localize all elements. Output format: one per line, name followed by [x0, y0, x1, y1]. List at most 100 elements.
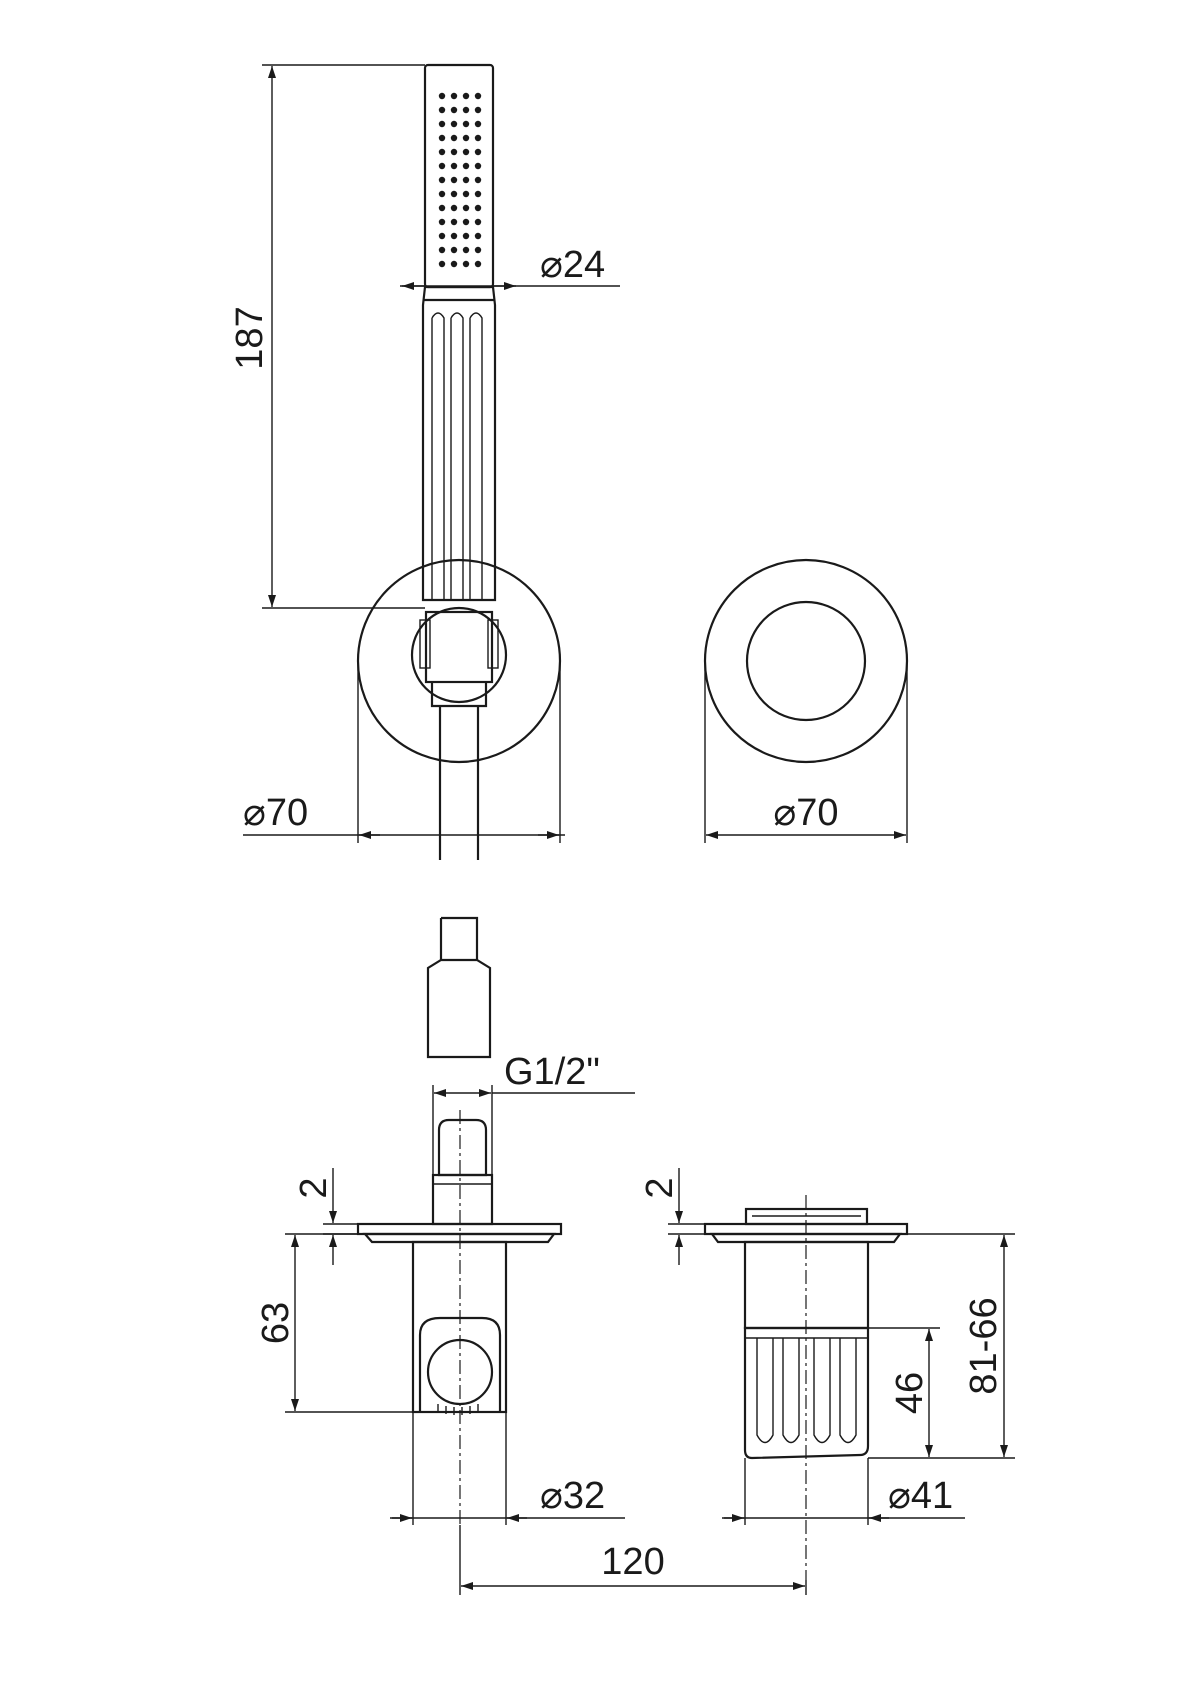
nozzle-dot — [438, 232, 446, 240]
nozzle-dot — [462, 218, 470, 226]
nozzle-dot — [438, 120, 446, 128]
nozzle-dot — [438, 204, 446, 212]
hose-cone — [426, 958, 492, 1059]
thread-nipple — [437, 1118, 488, 1177]
mixer-knob-circle — [745, 600, 867, 722]
hose-lower — [439, 916, 479, 960]
handle-flute-2 — [450, 312, 464, 600]
nozzle-dot — [438, 162, 446, 170]
wall-plate-right — [703, 558, 909, 764]
nozzle-dot — [474, 218, 482, 226]
dim-g12: G1/2" — [432, 1051, 635, 1175]
nozzle-dot — [450, 218, 458, 226]
nozzle-dot — [438, 92, 446, 100]
dim-d41: ⌀41 — [722, 1458, 965, 1525]
shower-handle — [421, 285, 497, 602]
knob-flute-2 — [782, 1338, 800, 1444]
nozzle-dot — [474, 92, 482, 100]
nozzle-grid — [438, 92, 482, 268]
nut-teeth — [437, 1404, 479, 1415]
dim-46: 46 — [868, 1327, 940, 1459]
nozzle-dot — [474, 134, 482, 142]
dim-81-66-label: 81-66 — [963, 1297, 1005, 1394]
nozzle-dot — [438, 246, 446, 254]
dim-2-right-label: 2 — [639, 1177, 681, 1198]
outlet-side-view — [356, 1110, 563, 1525]
handle-flute-3 — [469, 312, 483, 600]
dim-187-label: 187 — [229, 306, 271, 369]
nozzle-dot — [450, 134, 458, 142]
dim-120: 120 — [459, 1525, 807, 1595]
flange-step-left — [362, 1232, 557, 1244]
nozzle-dot — [474, 246, 482, 254]
flange-step-right — [709, 1232, 903, 1244]
dim-d24: ⌀24 — [400, 244, 620, 290]
dim-81-66: 81-66 — [907, 1233, 1015, 1459]
dim-d41-label: ⌀41 — [888, 1475, 953, 1517]
nozzle-dot — [474, 120, 482, 128]
dim-d70-right-label: ⌀70 — [773, 792, 838, 834]
dim-2-right: 2 — [639, 1168, 705, 1265]
nozzle-dot — [474, 204, 482, 212]
handle-flute-1 — [431, 312, 445, 600]
dim-187: 187 — [229, 64, 425, 609]
knob-flute-4 — [839, 1338, 857, 1444]
dim-d70-left-label: ⌀70 — [243, 792, 308, 834]
nozzle-dot — [438, 106, 446, 114]
nozzle-dot — [462, 190, 470, 198]
nipple-hex — [431, 1173, 494, 1226]
nozzle-dot — [438, 260, 446, 268]
mixer-knob — [743, 1326, 870, 1460]
nozzle-dot — [462, 106, 470, 114]
hose-upper — [430, 682, 488, 708]
nozzle-dot — [474, 190, 482, 198]
nozzle-dot — [474, 106, 482, 114]
nozzle-dot — [438, 176, 446, 184]
nozzle-dot — [474, 176, 482, 184]
nozzle-dot — [462, 92, 470, 100]
dim-g12-label: G1/2" — [504, 1051, 600, 1093]
nozzle-dot — [462, 120, 470, 128]
dim-2-left: 2 — [293, 1168, 358, 1265]
dim-46-label: 46 — [889, 1372, 931, 1414]
nozzle-dot — [462, 148, 470, 156]
dim-63-label: 63 — [255, 1302, 297, 1344]
nozzle-dot — [450, 120, 458, 128]
nozzle-dot — [474, 232, 482, 240]
dim-63: 63 — [255, 1233, 420, 1413]
nozzle-dot — [450, 162, 458, 170]
shower-head — [423, 63, 495, 289]
nozzle-dot — [462, 162, 470, 170]
nozzle-dot — [462, 260, 470, 268]
nozzle-dot — [474, 162, 482, 170]
clip-left — [419, 619, 431, 669]
nozzle-dot — [438, 190, 446, 198]
nozzle-dot — [450, 92, 458, 100]
clip-right — [487, 619, 499, 669]
wall-plate-left — [356, 558, 562, 764]
mixer-front-view — [703, 558, 909, 764]
nozzle-dot — [438, 218, 446, 226]
nozzle-dot — [462, 204, 470, 212]
knob-flute-3 — [813, 1338, 831, 1444]
nozzle-dot — [474, 148, 482, 156]
dim-d70-right: ⌀70 — [704, 661, 908, 843]
dim-d70-left: ⌀70 — [243, 661, 565, 843]
nozzle-dot — [462, 246, 470, 254]
nozzle-dot — [450, 148, 458, 156]
nozzle-dot — [462, 176, 470, 184]
dim-d24-label: ⌀24 — [540, 244, 605, 286]
nozzle-dot — [450, 232, 458, 240]
bracket-clip — [424, 610, 494, 684]
dim-2-left-label: 2 — [293, 1177, 335, 1198]
nozzle-dot — [450, 176, 458, 184]
nozzle-dot — [450, 106, 458, 114]
handshower-front-view — [356, 63, 562, 1059]
nozzle-dot — [462, 232, 470, 240]
nozzle-dot — [450, 204, 458, 212]
nozzle-dot — [450, 260, 458, 268]
knob-flute-1 — [756, 1338, 774, 1444]
nozzle-dot — [474, 260, 482, 268]
nozzle-dot — [462, 134, 470, 142]
